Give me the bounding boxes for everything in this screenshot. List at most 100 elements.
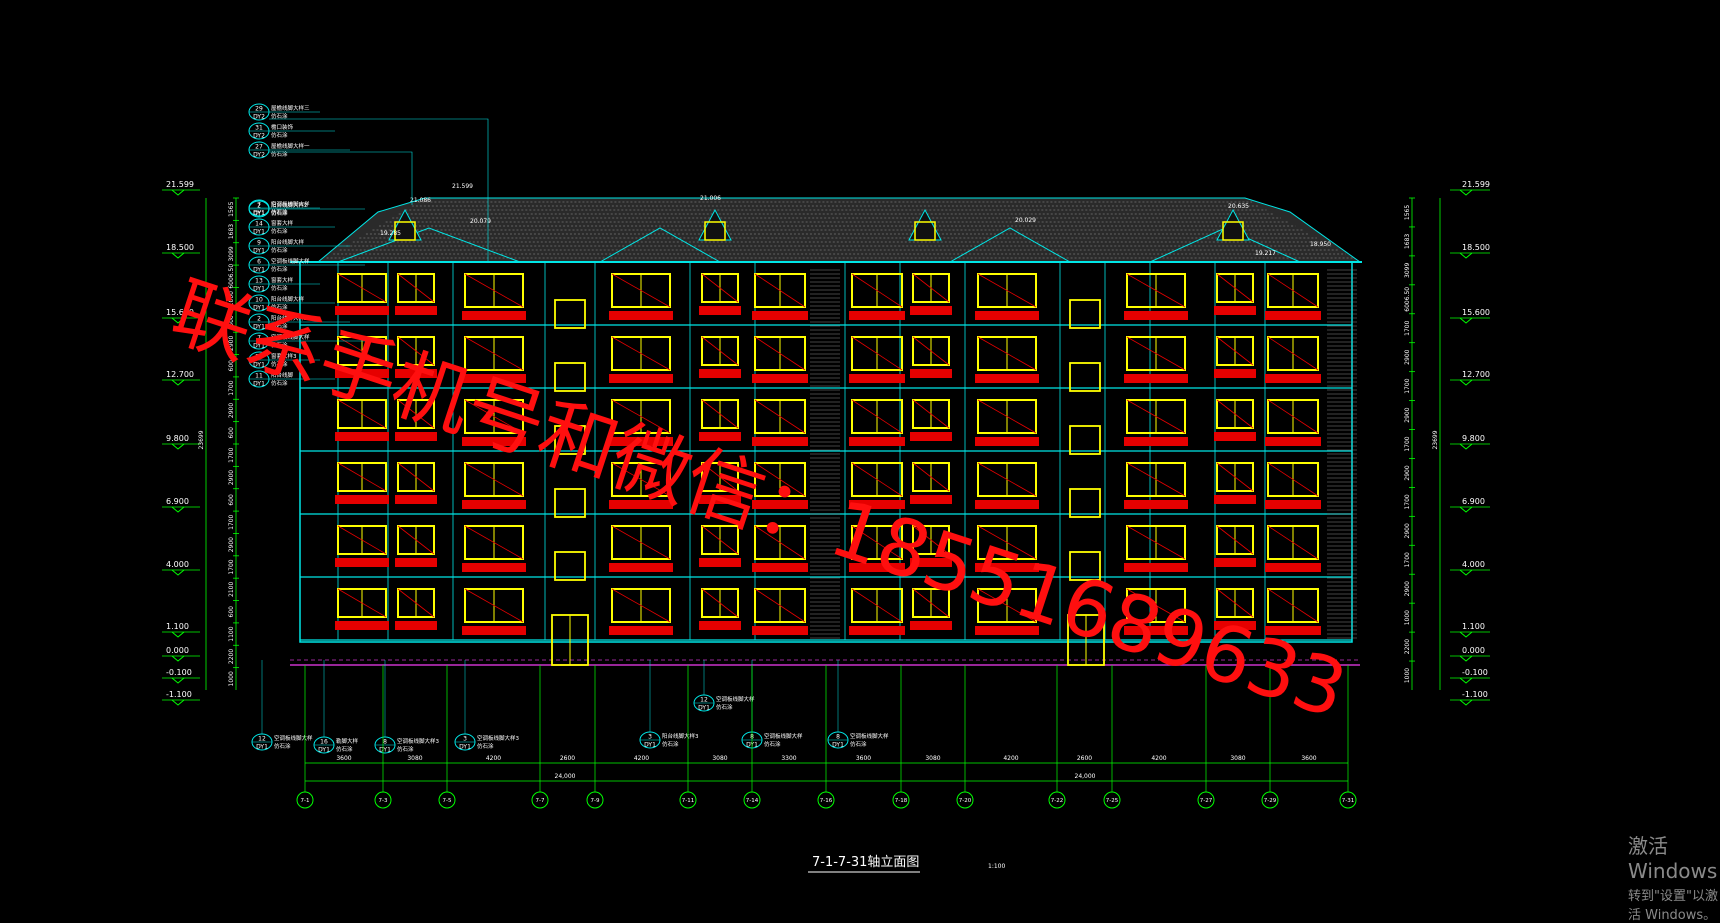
axis-bubble [531,791,549,809]
window-open-mark [977,588,1037,623]
bay-dim: 2600 [1077,755,1092,762]
balcony-rail [849,437,905,446]
axis-label: 7-22 [1051,798,1063,804]
callout-sub: 仿石涂 [336,745,353,753]
balcony-rail [849,563,905,572]
window-open-mark [701,525,739,555]
callout-code: DY2 [253,152,265,159]
activation-title: 激活 Windows [1628,834,1718,883]
balcony-rail [975,374,1039,383]
detail-callouts: 29DY2屋檐线脚大样三仿石涂31DY2檐口装饰仿石涂27DY2屋檐线脚大样一仿… [248,103,889,754]
window-open-mark [464,399,524,434]
balcony-rail [849,626,905,635]
roof-gable [949,227,1071,263]
window-open-mark [1216,399,1254,429]
dim-value: 1700 [228,380,235,395]
axis-label: 7-5 [443,798,452,804]
callout-code: DY1 [459,744,471,751]
window-open-mark [701,336,739,366]
window-open-mark [611,336,671,371]
balcony-rail [1214,432,1256,441]
callout-text: 阳台线脚大样3 [662,732,699,740]
callout-number: 7 [257,335,261,342]
axis-bubble [374,791,392,809]
balcony-rail [335,495,389,504]
axis-label: 7-1 [301,798,310,804]
axis-bubble [296,791,314,809]
callout-text: 阳台线脚 [271,371,294,379]
balcony-rail [462,437,526,446]
callout-text: 檐口装饰 [271,123,294,131]
window-open-mark [977,336,1037,371]
callout-code: DY1 [253,343,265,350]
callout-code: DY1 [253,286,265,293]
roof-level-label: 21.006 [700,195,721,202]
stair-window [1069,551,1101,581]
dim-value: 2900 [228,403,235,418]
drawing-scale: 1:100 [988,863,1005,870]
roof: 21.59921.08620.07921.00620.63520.02919.2… [316,183,1362,263]
window-open-mark [701,399,739,429]
callout-code: DY1 [253,210,265,217]
axis-bubble [679,791,697,809]
total-height-dim: 23699 [198,430,205,449]
window-open-mark [912,273,950,303]
callout-sub: 仿石涂 [477,742,494,750]
dim-value: 6006.50 [1404,287,1411,312]
dim-value: 6006.50 [228,264,235,289]
balcony-rail [1124,626,1188,635]
callout-sub: 仿石涂 [271,112,288,120]
dim-value: 1683 [228,224,235,239]
bay-dim: 3080 [407,755,422,762]
dim-value: 1700 [228,514,235,529]
balcony-rail [752,374,808,383]
level-marker-left [171,379,185,386]
balcony-rail [910,369,952,378]
callout-sub: 仿石涂 [397,745,414,753]
callout-text: 空调板线脚大样 [271,333,310,341]
balcony-rail [462,563,526,572]
total-height-dim-right: 23699 [1432,430,1439,449]
level-label-left: 6.900 [166,497,189,506]
bay-dim: 3600 [336,755,351,762]
balcony-rail [699,369,741,378]
callout-number: 8 [383,739,387,746]
stair-window [1069,299,1101,329]
callout-code: DY1 [253,229,265,236]
level-label-right: -1.100 [1462,690,1488,699]
callout-number: 2 [257,203,261,210]
callout-sub: 仿石涂 [274,742,291,750]
callout-sub: 仿石涂 [271,246,288,254]
dormer-window [1222,221,1244,241]
roof-level-label: 18.950 [1310,241,1331,248]
bay-dim: 3080 [1230,755,1245,762]
balcony-rail [1214,306,1256,315]
window-open-mark [912,525,950,555]
axis-label: 7-11 [682,798,694,804]
callout-sub: 仿石涂 [271,150,288,158]
dim-value: 3099 [228,246,235,261]
dim-value: 2900 [1404,523,1411,538]
callout-code: DY2 [253,114,265,121]
level-marker-right [1459,631,1473,638]
window-open-mark [754,462,806,497]
window-open-mark [337,399,387,429]
axis-bubble [817,791,835,809]
level-label-right: 12.700 [1462,370,1490,379]
dim-value: 2900 [1404,581,1411,596]
bay-dim: 4200 [1151,755,1166,762]
balcony-rail [910,558,952,567]
level-label-left: -0.100 [166,668,192,677]
balcony-rail [1124,500,1188,509]
axis-bubble [1103,791,1121,809]
bay-dim: 4200 [486,755,501,762]
axis-label: 7-31 [1342,798,1354,804]
balcony-rail [395,306,437,315]
callout-number: 14 [255,221,263,228]
balcony-rail [699,432,741,441]
callout-code: DY1 [253,248,265,255]
callout-sub: 仿石涂 [271,379,288,387]
